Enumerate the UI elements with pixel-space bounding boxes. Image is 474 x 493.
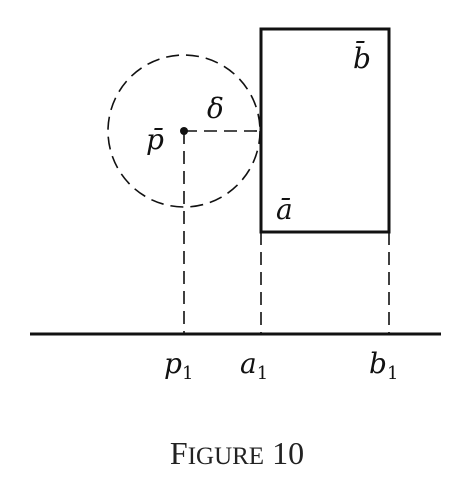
label-a1-index: 1 [257, 363, 268, 384]
caption-number: 10 [272, 435, 304, 471]
label-p1: p1 [164, 347, 193, 384]
caption-rest: IGURE [188, 443, 264, 470]
rectangle [259, 27, 391, 234]
figure-caption: FIGURE 10 [170, 435, 304, 471]
label-delta: δ [207, 92, 224, 125]
point-p-bar [180, 127, 188, 135]
label-b1-letter: b [369, 347, 387, 380]
label-a-bar: ā [276, 193, 293, 226]
label-p1-index: 1 [182, 363, 193, 384]
label-b1-index: 1 [387, 363, 398, 384]
label-a1-letter: a [240, 347, 257, 380]
label-p1-letter: p [164, 347, 182, 380]
caption-initial: F [170, 435, 188, 471]
label-a1: a1 [240, 347, 268, 384]
label-b-bar: b̄ [353, 40, 371, 75]
label-b1: b1 [369, 347, 398, 384]
label-p-bar: p̄ [146, 123, 164, 156]
